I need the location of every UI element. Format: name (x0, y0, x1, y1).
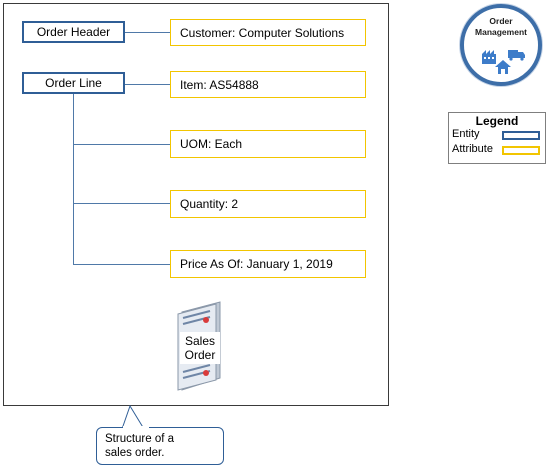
connector (73, 203, 170, 204)
legend-entity-swatch (502, 131, 540, 140)
connector-trunk (73, 94, 74, 264)
attribute-item: Item: AS54888 (170, 71, 366, 98)
callout-line2: sales order. (105, 447, 165, 459)
connector (125, 32, 170, 33)
connector (73, 264, 170, 265)
entity-label: Order Line (45, 76, 102, 90)
attribute-label: Customer: Computer Solutions (180, 25, 345, 40)
sales-order-label-line1: Sales (184, 334, 216, 348)
callout-line1: Structure of a (105, 433, 175, 445)
attribute-price-as-of: Price As Of: January 1, 2019 (170, 250, 366, 278)
legend-title: Legend (475, 114, 519, 128)
attribute-label: Price As Of: January 1, 2019 (180, 257, 333, 271)
connector (73, 144, 170, 145)
attribute-quantity: Quantity: 2 (170, 190, 366, 218)
factory-truck-home-icon (478, 44, 528, 76)
badge-title-line1: Order (489, 16, 513, 26)
attribute-label: Quantity: 2 (180, 197, 239, 211)
attribute-customer: Customer: Computer Solutions (170, 19, 366, 46)
order-management-title: Order Management (466, 16, 536, 38)
sales-order-label-line2: Order (184, 348, 216, 362)
callout-pointer-join (123, 426, 149, 428)
legend-attribute-swatch (502, 146, 540, 155)
attribute-label: UOM: Each (180, 137, 243, 151)
legend-attribute-label: Attribute (452, 143, 493, 155)
sales-order-label: Sales Order (180, 332, 220, 364)
badge-title-line2: Management (475, 27, 527, 37)
entity-order-header: Order Header (22, 21, 125, 43)
diagram-frame (3, 3, 389, 406)
callout-box: Structure of a sales order. (96, 427, 224, 465)
connector (125, 84, 170, 85)
entity-order-line: Order Line (22, 72, 125, 94)
attribute-label: Item: AS54888 (180, 77, 259, 92)
entity-label: Order Header (36, 25, 111, 39)
legend-entity-label: Entity (452, 128, 480, 140)
attribute-uom: UOM: Each (170, 130, 366, 158)
